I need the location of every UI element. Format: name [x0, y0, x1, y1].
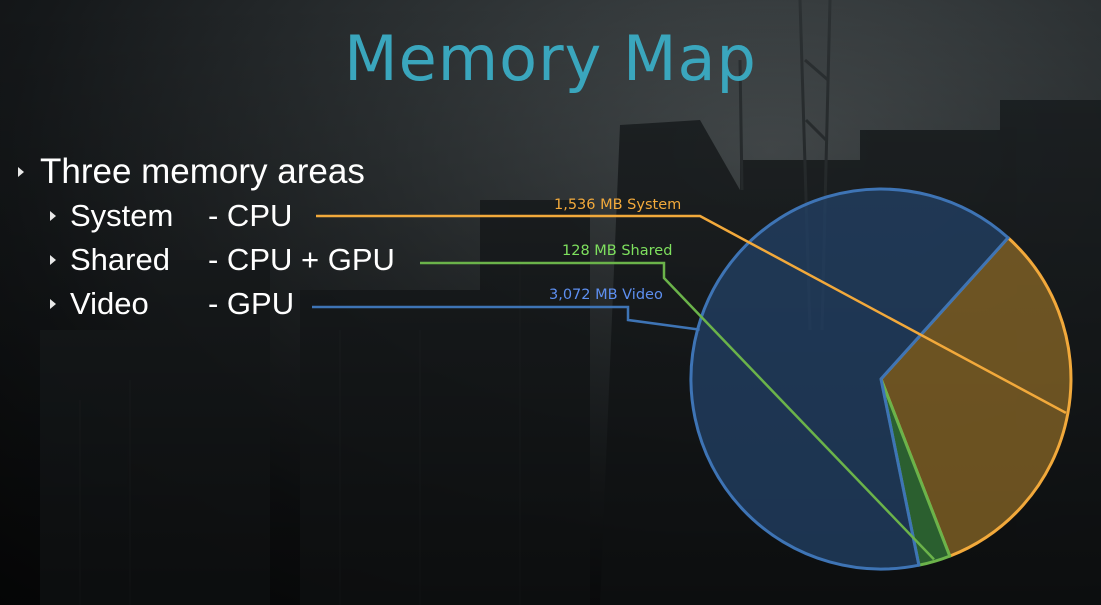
- bullet-shared: Shared - CPU + GPU: [18, 238, 395, 282]
- bullet-shared-name: Shared: [70, 242, 170, 277]
- bullet-video-name: Video: [70, 286, 149, 321]
- leader-line-shared: [420, 261, 935, 561]
- bullet-heading: Three memory areas: [18, 150, 395, 194]
- bullet-video-desc: - GPU: [208, 286, 295, 321]
- pie-slice-system: [879, 236, 1073, 558]
- bullet-system: System - CPU: [18, 194, 395, 238]
- bullet-video: Video - GPU: [18, 282, 395, 326]
- slide-title: Memory Map: [344, 22, 757, 95]
- bullet-system-name: System: [70, 198, 174, 233]
- slice-label-system: 1,536 MB System: [554, 197, 681, 213]
- bullet-system-desc: - CPU: [208, 198, 293, 233]
- bullet-shared-desc: - CPU + GPU: [208, 242, 395, 277]
- slice-label-video: 3,072 MB Video: [549, 287, 663, 303]
- bullet-list: Three memory areas System - CPU Shared - C…: [18, 150, 395, 326]
- slice-label-shared: 128 MB Shared: [562, 243, 672, 259]
- leader-line-system: [316, 214, 1067, 415]
- leader-line-video: [312, 305, 700, 331]
